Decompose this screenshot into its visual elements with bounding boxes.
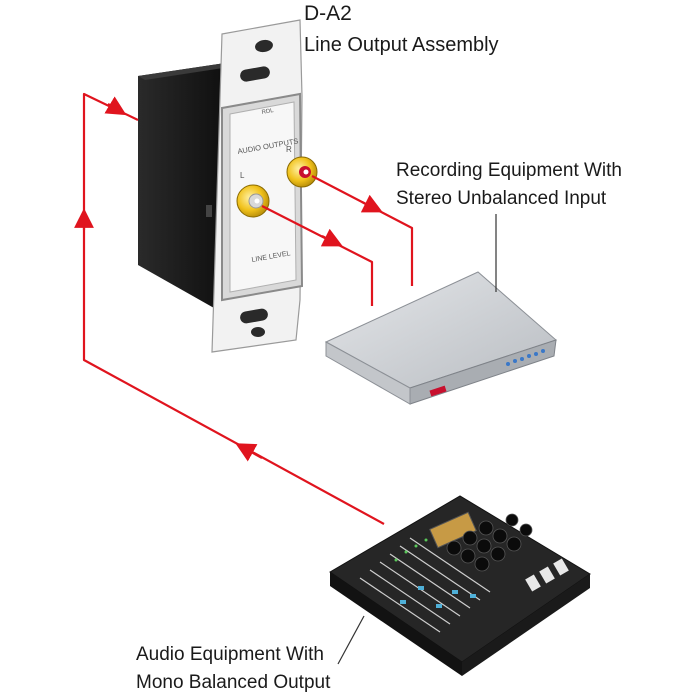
recorder-left-side	[325, 341, 411, 405]
left-rca-jack	[236, 184, 270, 218]
cable-right-output	[311, 175, 414, 286]
back-box-top	[138, 62, 236, 80]
plate-right-label: R	[286, 145, 292, 154]
cable-left-output	[261, 205, 374, 306]
plate-left-label: L	[240, 171, 245, 180]
plate-brand: RDL	[261, 108, 275, 116]
device-model: D-A2	[304, 2, 352, 25]
signal-arrows	[74, 96, 383, 462]
arrow-mono-return	[235, 443, 263, 462]
mixer-meter	[429, 511, 477, 549]
audio-mixer	[329, 495, 591, 676]
right-rca-jack	[286, 156, 318, 188]
back-box	[138, 62, 232, 308]
device-description: Line Output Assembly	[304, 34, 499, 56]
mixer-leader-line	[337, 615, 365, 665]
mixer-caption-line2: Mono Balanced Output	[136, 672, 331, 693]
mixer-front-left	[330, 572, 462, 676]
recorder-caption-line1: Recording Equipment With	[396, 160, 622, 181]
mixer-caption-line1: Audio Equipment With	[136, 644, 324, 665]
recorder-caption-line2: Stereo Unbalanced Input	[396, 188, 607, 209]
arrow-left-out	[320, 228, 343, 247]
arrow-right-out	[360, 194, 383, 213]
d-a2-assembly: RDL AUDIO OUTPUTS R L LINE LEVEL	[138, 19, 318, 353]
arrow-mono-in	[104, 96, 127, 116]
mixer-front-right	[462, 574, 590, 676]
recording-equipment	[324, 271, 557, 405]
